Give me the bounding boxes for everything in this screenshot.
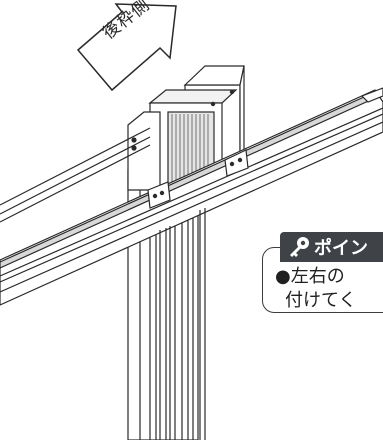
note-line-2: 付けてく [285,290,357,311]
upper-rail [0,127,151,223]
beam-brackets [147,149,249,209]
post-lower [159,208,206,440]
left-bracket [127,111,161,191]
note-line-1: ●左右の [275,266,345,287]
arrow-up-right-icon [76,3,177,92]
main-beam [0,87,383,306]
point-badge-label: ポイン [314,238,368,259]
key-icon [290,237,309,257]
point-badge: ポイン [280,232,383,262]
